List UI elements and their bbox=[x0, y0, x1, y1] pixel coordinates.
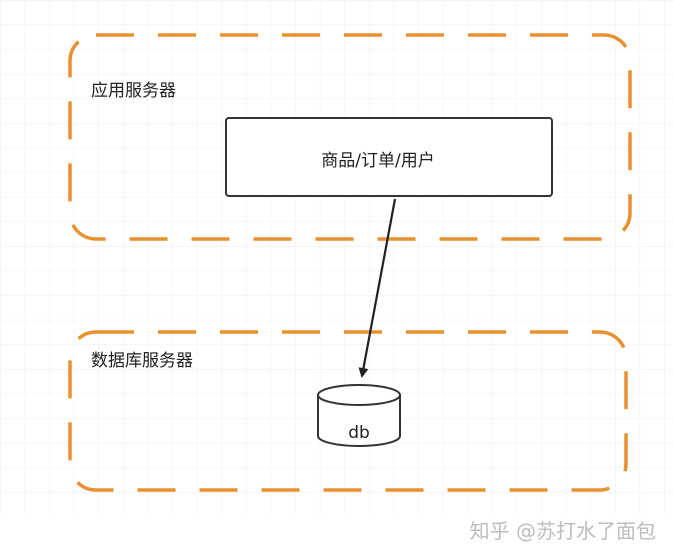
db-server-zone[interactable]: 数据库服务器 bbox=[68, 330, 628, 492]
db-server-zone-label: 数据库服务器 bbox=[91, 351, 193, 371]
database-node[interactable]: db bbox=[317, 384, 401, 447]
database-cylinder-top bbox=[317, 384, 401, 406]
db-server-zone-border bbox=[68, 330, 628, 492]
database-cylinder-body bbox=[317, 395, 401, 447]
app-server-zone-label: 应用服务器 bbox=[91, 81, 176, 101]
connector-arrow[interactable] bbox=[358, 198, 397, 378]
app-server-zone-border bbox=[68, 33, 632, 241]
database-label: db bbox=[348, 423, 370, 443]
app-server-zone[interactable]: 应用服务器 bbox=[68, 33, 632, 241]
watermark-text: 知乎 @苏打水了面包 bbox=[470, 519, 656, 543]
app-module-node[interactable]: 商品/订单/用户 bbox=[225, 117, 553, 197]
app-module-box bbox=[225, 117, 553, 197]
app-module-label: 商品/订单/用户 bbox=[321, 151, 434, 171]
